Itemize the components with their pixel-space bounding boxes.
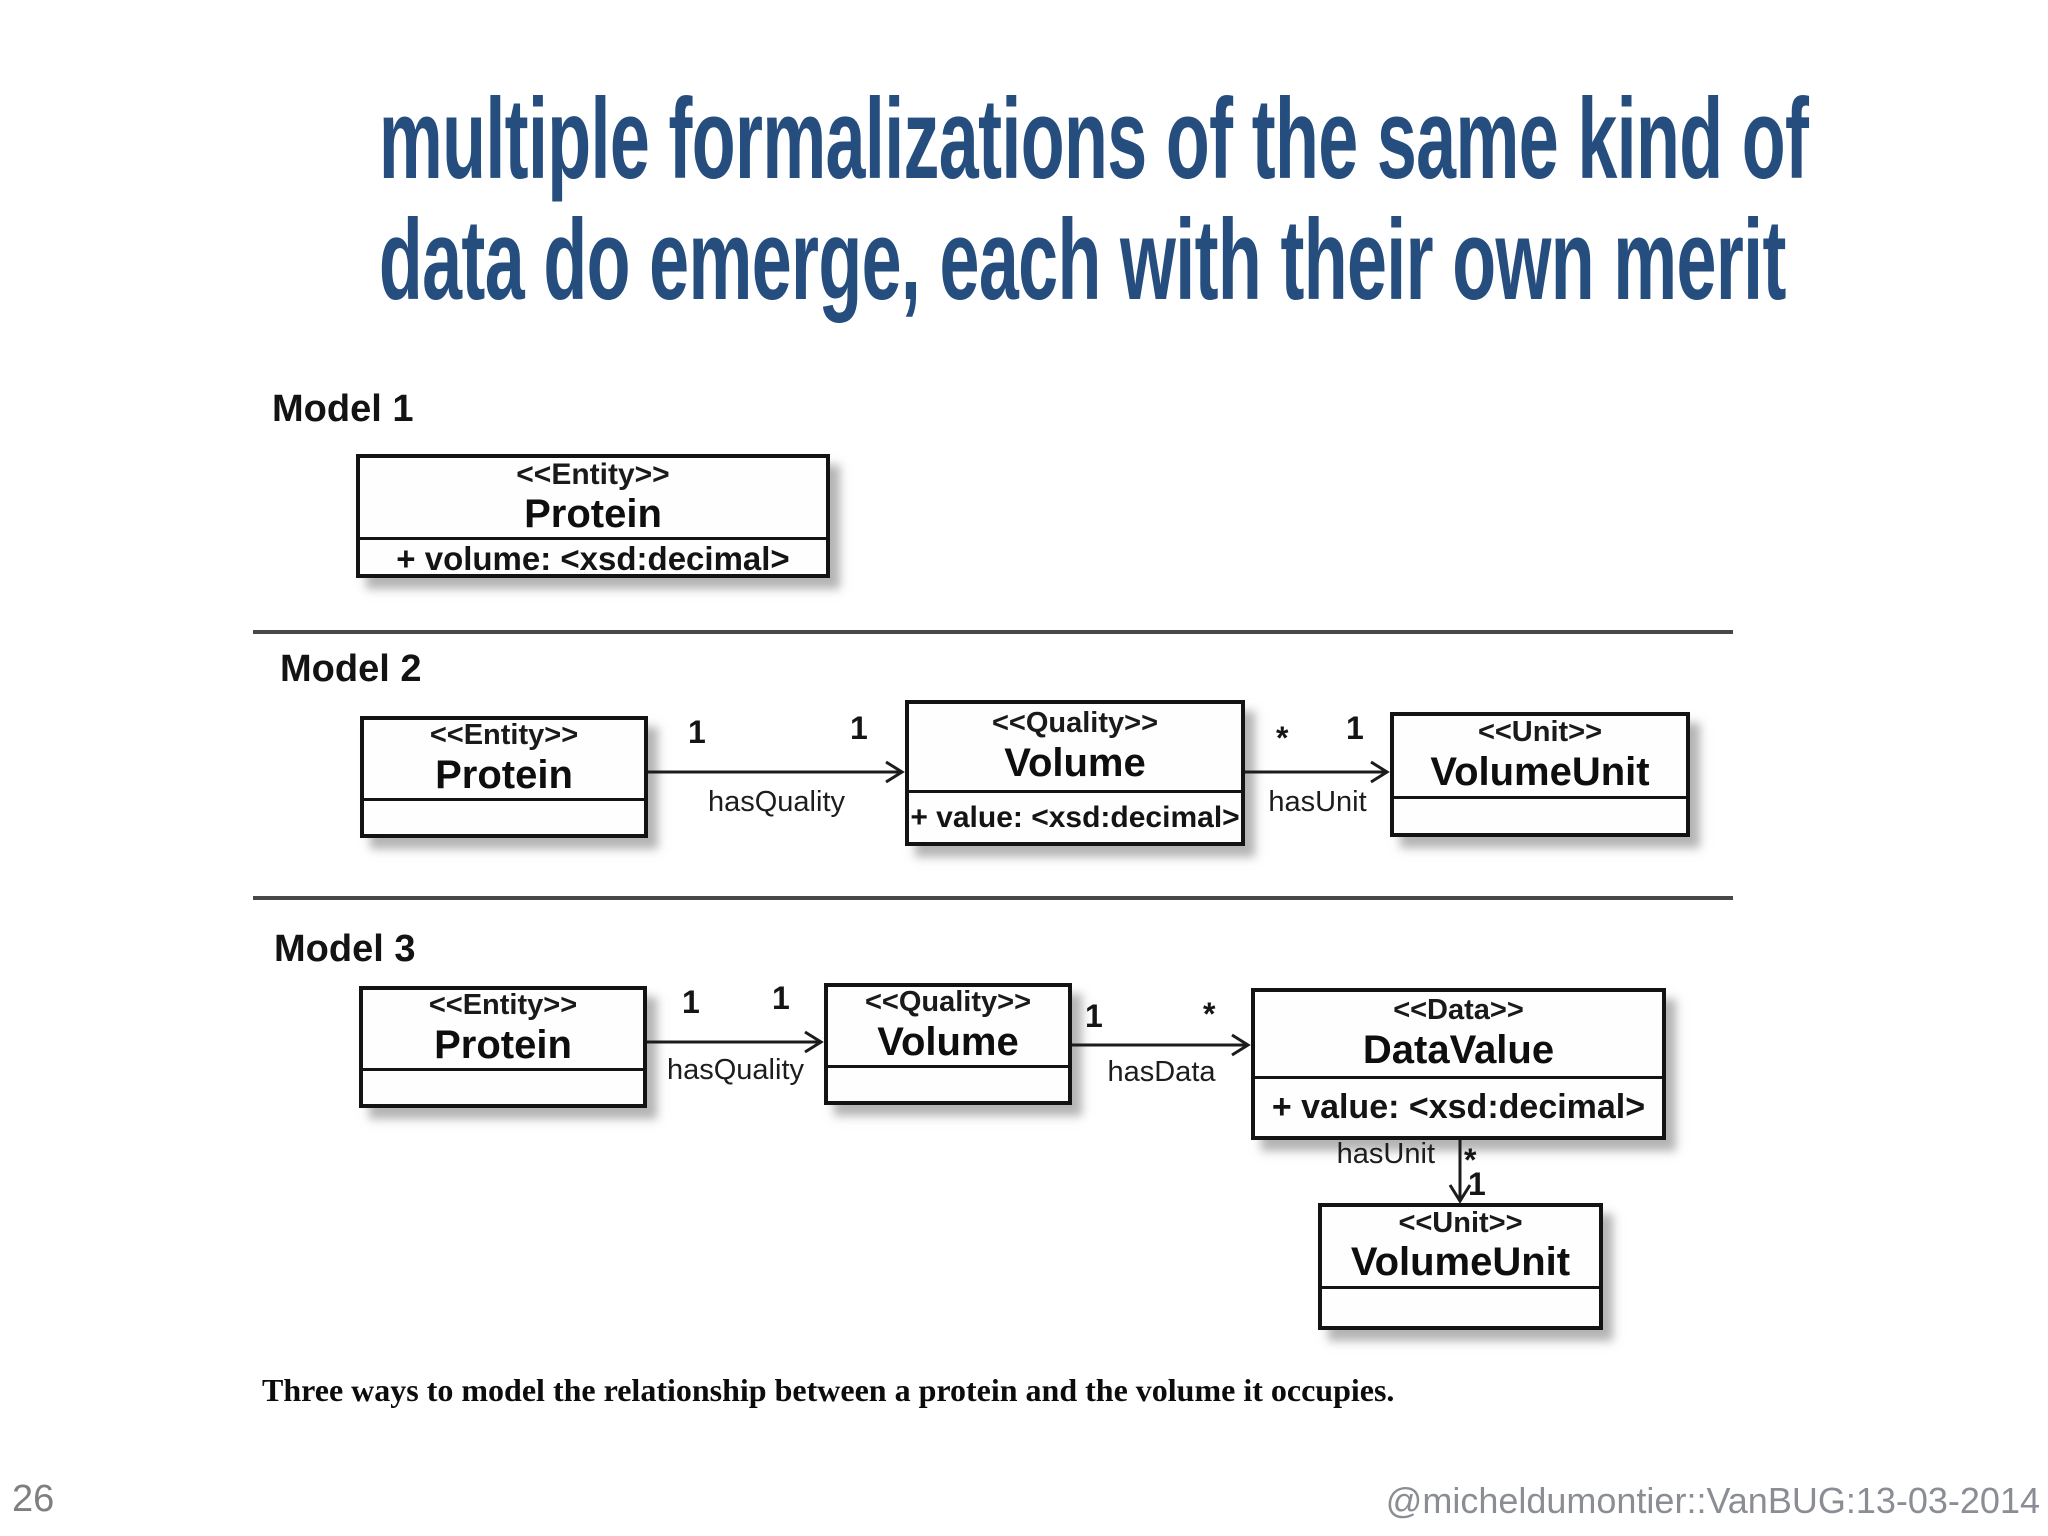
relation-label-hasunit: hasUnit (1336, 1138, 1435, 1170)
uml-header: <<Quality>> Volume (909, 704, 1241, 790)
multiplicity-target: 1 (1346, 710, 1364, 746)
slide-title-line1: multiple formalizations of the same kind… (378, 76, 1809, 203)
uml-class-volume-model2: <<Quality>> Volume + value: <xsd:decimal… (905, 700, 1245, 846)
attribute-volume: + volume: <xsd:decimal> (360, 537, 826, 578)
uml-header: <<Entity>> Protein (360, 458, 826, 537)
uml-class-volume-model3: <<Quality>> Volume (824, 983, 1072, 1105)
stereotype-quality: <<Quality>> (991, 707, 1159, 740)
slide-title: multiple formalizations of the same kind… (378, 76, 1809, 324)
stereotype-data: <<Data>> (1393, 994, 1524, 1027)
uml-class-volumeunit-model2: <<Unit>> VolumeUnit (1390, 712, 1690, 837)
stereotype-entity: <<Entity>> (516, 458, 670, 491)
relation-label-hasunit: hasUnit (1268, 786, 1367, 818)
attribute-empty (1322, 1286, 1599, 1326)
attribute-empty (363, 1067, 643, 1104)
multiplicity-source: 1 (1085, 998, 1103, 1034)
uml-class-volumeunit-model3: <<Unit>> VolumeUnit (1318, 1203, 1603, 1330)
multiplicity-source: * (1464, 1142, 1477, 1178)
multiplicity-target: 1 (772, 980, 790, 1016)
association-arrow-hasunit-model2 (1245, 760, 1390, 784)
class-name-volumeunit: VolumeUnit (1350, 1240, 1571, 1285)
divider-model1-model2 (253, 630, 1733, 634)
class-name-protein: Protein (524, 492, 662, 536)
slide-title-line2: data do emerge, each with their own meri… (378, 196, 1787, 324)
association-arrow-hasunit-model3 (1448, 1140, 1472, 1204)
association-arrow-hasdata-model3 (1072, 1033, 1251, 1057)
uml-header: <<Quality>> Volume (828, 986, 1068, 1065)
page-number: 26 (12, 1478, 55, 1520)
stereotype-entity: <<Entity>> (428, 989, 578, 1021)
multiplicity-source: 1 (688, 714, 706, 750)
footer-credit: @micheldumontier::VanBUG:13-03-2014 (1385, 1480, 2040, 1521)
uml-class-protein-model2: <<Entity>> Protein (360, 716, 648, 838)
stereotype-quality: <<Quality>> (864, 986, 1032, 1018)
multiplicity-target: * (1203, 996, 1216, 1032)
association-arrow-hasquality-model2 (648, 760, 905, 784)
relation-label-hasquality: hasQuality (666, 1054, 804, 1086)
association-arrow-hasquality-model3 (647, 1030, 824, 1054)
uml-header: <<Unit>> VolumeUnit (1322, 1207, 1599, 1286)
class-name-volumeunit: VolumeUnit (1430, 749, 1650, 794)
uml-header: <<Data>> DataValue (1255, 992, 1662, 1076)
attribute-value: + value: <xsd:decimal> (909, 790, 1241, 842)
uml-header: <<Entity>> Protein (363, 989, 643, 1068)
uml-header: <<Entity>> Protein (364, 719, 644, 798)
attribute-empty (364, 798, 644, 834)
uml-header: <<Unit>> VolumeUnit (1394, 716, 1686, 796)
stereotype-entity: <<Entity>> (429, 719, 579, 752)
uml-class-protein-model1: <<Entity>> Protein + volume: <xsd:decima… (356, 454, 830, 578)
class-name-volume: Volume (1004, 740, 1146, 785)
model3-label: Model 3 (274, 928, 416, 970)
stereotype-unit: <<Unit>> (1477, 716, 1603, 749)
relation-label-hasquality: hasQuality (707, 786, 845, 818)
model2-label: Model 2 (280, 648, 422, 690)
class-name-datavalue: DataValue (1362, 1027, 1555, 1072)
class-name-protein: Protein (435, 752, 573, 797)
class-name-volume: Volume (877, 1019, 1019, 1064)
class-name-protein: Protein (434, 1022, 572, 1067)
attribute-empty (828, 1064, 1068, 1101)
uml-class-datavalue-model3: <<Data>> DataValue + value: <xsd:decimal… (1251, 988, 1666, 1140)
stereotype-unit: <<Unit>> (1398, 1206, 1523, 1239)
multiplicity-target: 1 (1468, 1166, 1486, 1202)
relation-label-hasdata: hasData (1107, 1056, 1216, 1088)
attribute-empty (1394, 796, 1686, 833)
multiplicity-source: 1 (682, 984, 700, 1020)
figure-caption: Three ways to model the relationship bet… (262, 1372, 1395, 1408)
multiplicity-source: * (1276, 720, 1289, 756)
multiplicity-target: 1 (850, 710, 868, 746)
attribute-value: + value: <xsd:decimal> (1255, 1076, 1662, 1136)
uml-class-protein-model3: <<Entity>> Protein (359, 986, 647, 1108)
divider-model2-model3 (253, 896, 1733, 900)
model1-label: Model 1 (272, 388, 414, 430)
